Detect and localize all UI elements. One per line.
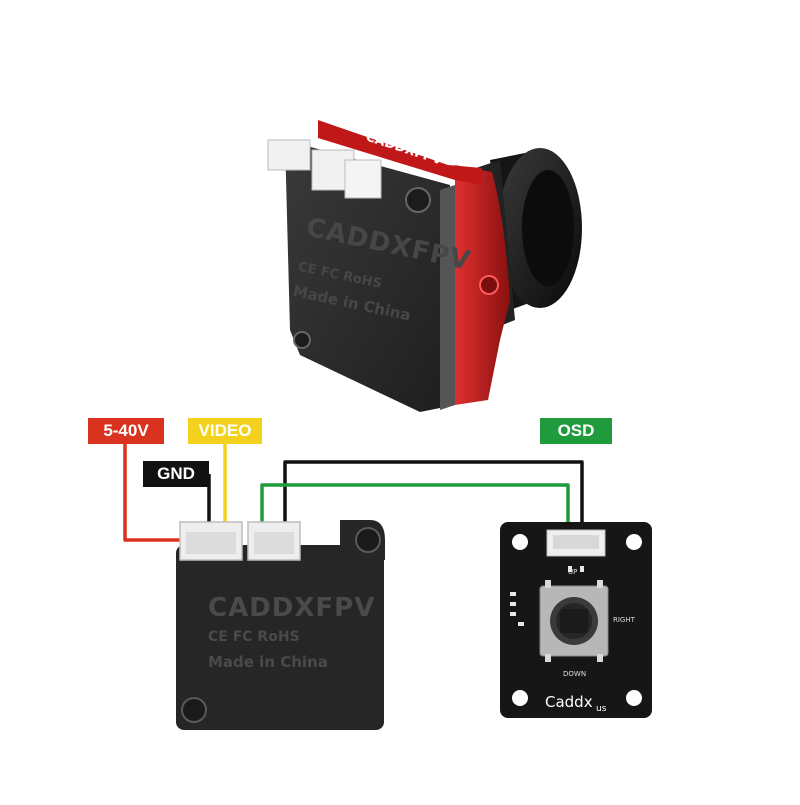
screw-icon — [293, 331, 311, 349]
video-label: VIDEO — [188, 418, 262, 444]
osd-board: UP RIGHT DOWN Caddx us — [500, 522, 652, 718]
joystick-button — [539, 580, 609, 662]
osd-connector — [247, 521, 301, 561]
mount-hole — [479, 275, 499, 295]
screw-icon — [355, 527, 381, 553]
power-video-connector — [179, 521, 243, 561]
osd-brand: Caddx — [545, 693, 593, 711]
top-connectors — [267, 139, 382, 199]
back-origin: Made in China — [208, 653, 328, 671]
osd-label: OSD — [540, 418, 612, 444]
osd-brand-suffix: us — [596, 704, 607, 714]
osd-label-right: RIGHT — [613, 616, 636, 624]
screw-icon — [181, 697, 207, 723]
power-label: 5-40V — [88, 418, 164, 444]
back-cert: CE FC RoHS — [208, 629, 300, 645]
camera-assembly: CADDXFPV CADDXFPV CE FC RoHS Made in Chi… — [267, 120, 582, 412]
camera-back-view: CADDXFPV CE FC RoHS Made in China — [176, 520, 385, 730]
gnd-label: GND — [143, 461, 209, 487]
osd-green-wire — [260, 483, 570, 535]
wires — [123, 444, 584, 542]
osd-board-connector — [546, 529, 606, 557]
screw-icon — [405, 187, 431, 213]
osd-black-wire — [283, 460, 584, 535]
power-wire — [123, 444, 195, 542]
back-logo: CADDXFPV — [208, 593, 375, 623]
osd-label-down: DOWN — [563, 670, 586, 678]
osd-label-up: UP — [568, 568, 577, 576]
camera-top-strip — [318, 120, 482, 185]
